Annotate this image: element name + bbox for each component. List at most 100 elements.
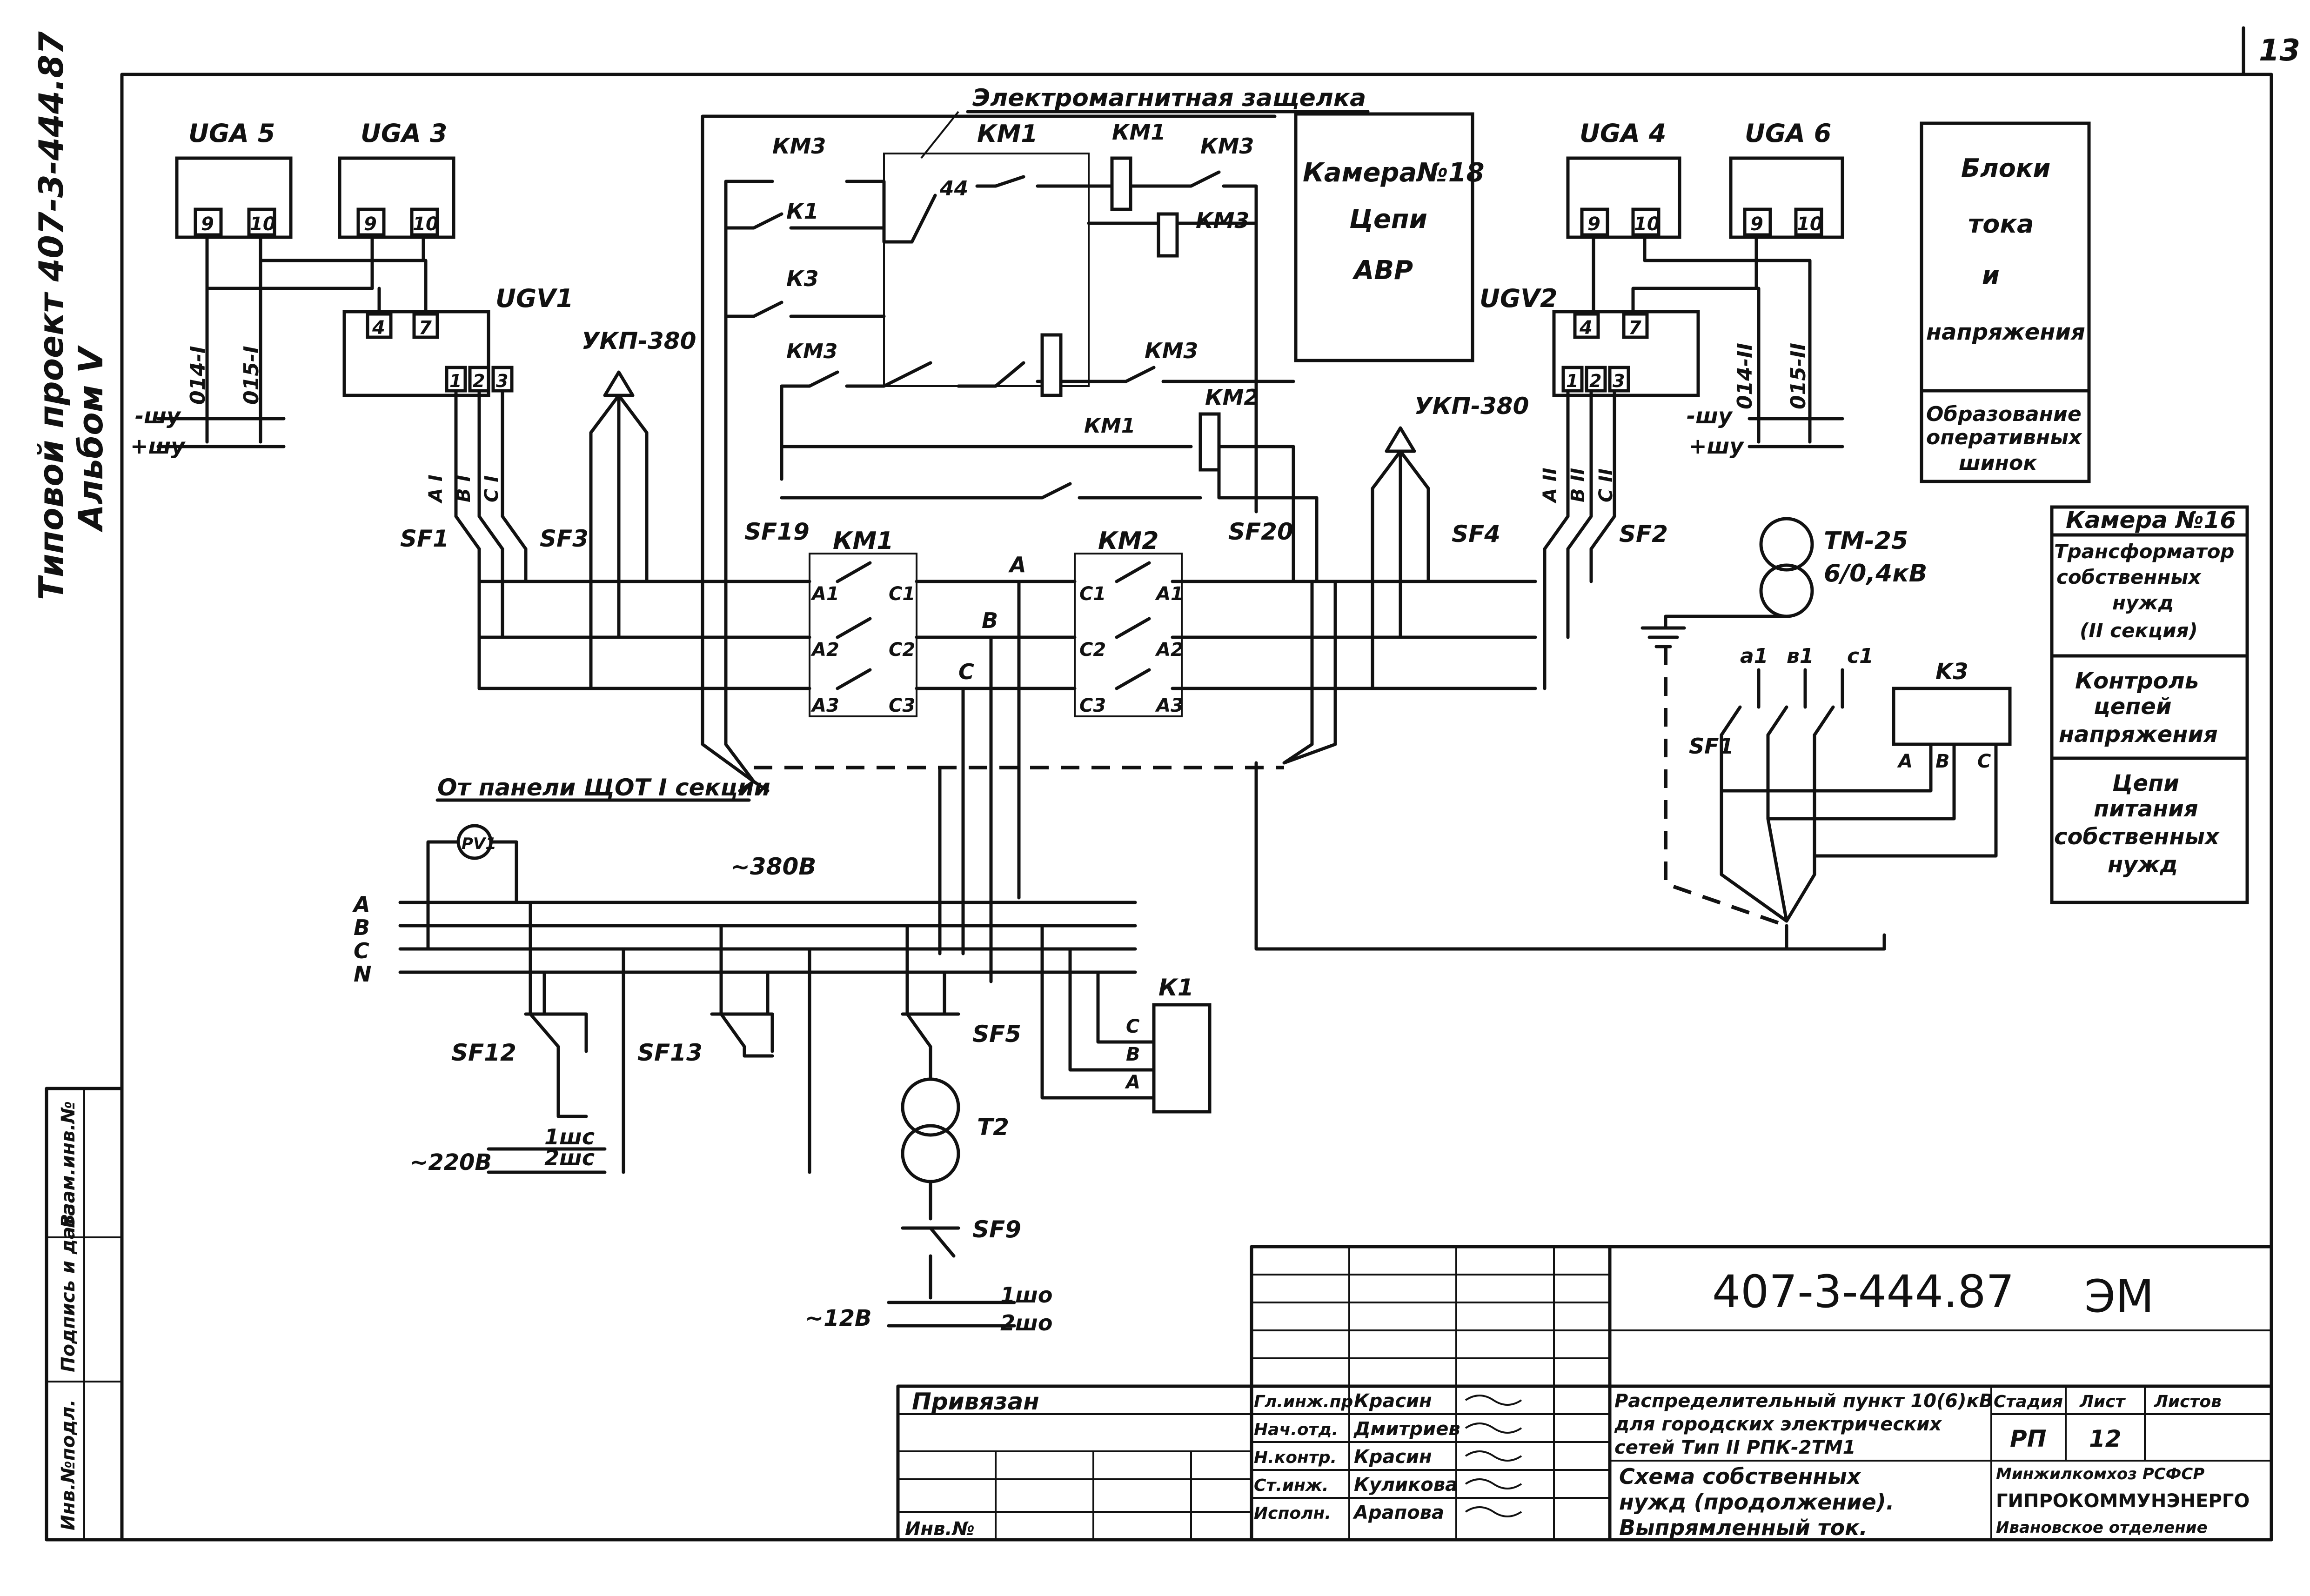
- latch-contacts: 44: [939, 177, 968, 200]
- km2-contactor-box: [1074, 553, 1183, 717]
- camera18-line3: АВР: [1352, 255, 1413, 286]
- sf20-label: SF20: [1228, 518, 1293, 545]
- camera16-title: Камера №16: [2066, 507, 2236, 534]
- svg-text:2: 2: [1589, 371, 1601, 391]
- name-3: Куликова: [1354, 1474, 1458, 1496]
- km2-coil-label: КМ2: [1205, 385, 1259, 410]
- name-2: Красин: [1354, 1446, 1432, 1468]
- desc-1: для городских электрических: [1614, 1414, 1942, 1435]
- camera16-box: Камера №16 Трансформатор собственных нуж…: [2050, 505, 2249, 904]
- svg-text:9: 9: [1587, 214, 1600, 235]
- km2-a1: A1: [1155, 583, 1184, 605]
- svg-text:10: 10: [250, 214, 276, 235]
- wire-015-2: 015-II: [1787, 343, 1810, 409]
- km2-a2: A2: [1155, 639, 1184, 661]
- role-4: Исполн.: [1254, 1504, 1331, 1523]
- cam16-item3-l3: собственных: [2054, 824, 2220, 850]
- km1-contactor-box: [809, 553, 917, 717]
- k1-b: B: [1126, 1044, 1140, 1065]
- sf5-label: SF5: [972, 1021, 1021, 1048]
- from-panel-caption: От панели ЩОТ I секции: [437, 774, 770, 801]
- org-1: ГИПРОКОММУНЭНЕРГО: [1996, 1490, 2250, 1512]
- sf3-label: SF3: [540, 525, 589, 552]
- uga4-label: UGA 4: [1580, 119, 1666, 148]
- phase-c2: C II: [1595, 468, 1617, 502]
- camera18-box: Камера№18 Цепи АВР: [1294, 112, 1485, 362]
- svg-text:2: 2: [473, 371, 485, 391]
- cam16-item3-l1: Цепи: [2112, 770, 2179, 796]
- sheet-title-0: Схема собственных: [1619, 1464, 1861, 1489]
- phase-c1: C I: [481, 475, 502, 502]
- wire-014-1: 014-I: [186, 346, 210, 405]
- doc-code: 407-3-444.87: [1712, 1266, 2015, 1318]
- plus-shu-right: +шу: [1689, 434, 1744, 459]
- uga6-label: UGA 6: [1745, 119, 1831, 148]
- margin-stamp-signature: Подпись и дата: [58, 1203, 79, 1372]
- k1-box: [1152, 1003, 1212, 1114]
- km2-c1: C1: [1079, 583, 1106, 605]
- project-number: Типовой проект 407-3-444.87: [32, 31, 71, 600]
- phase-a2: A II: [1540, 467, 1561, 504]
- km1-main-label: КМ1: [833, 527, 893, 555]
- ukp-left-label: УКП-380: [582, 327, 696, 354]
- bound-label: Привязан: [912, 1388, 1039, 1415]
- org-0: Минжилкомхоз РСФСР: [1996, 1465, 2204, 1483]
- wire-015-1: 015-I: [240, 346, 263, 405]
- t2-label: T2: [977, 1114, 1009, 1141]
- cam16-item1-l1: Трансформатор: [2054, 540, 2235, 563]
- phase-a1: A I: [425, 474, 447, 504]
- blocks-line3: и: [1982, 260, 2000, 290]
- sheet-header: Лист: [2079, 1392, 2126, 1411]
- svg-text:4: 4: [372, 317, 385, 339]
- phase-b-mid: B: [982, 608, 998, 633]
- km1-aux-label: КМ1: [1084, 414, 1135, 438]
- signatures: [1465, 1395, 1522, 1517]
- tm-sf1-label: SF1: [1689, 734, 1734, 759]
- middle-switchgear: A I B I C I SF1 SF3 SF19 КМ1 A1 A2 A3 C1…: [400, 389, 1886, 983]
- bus-n-label: N: [354, 962, 372, 987]
- km1-coil-label: КМ1: [1112, 120, 1165, 145]
- blocks-line1: Блоки: [1961, 154, 2050, 183]
- phase-a-mid: A: [1008, 552, 1026, 577]
- cam16-item2-l2: цепей: [2094, 694, 2171, 720]
- cam16-item2-l3: напряжения: [2059, 721, 2218, 748]
- svg-text:4: 4: [1579, 317, 1593, 339]
- pv1-label: PV1: [462, 835, 496, 853]
- svg-text:10: 10: [1797, 214, 1823, 235]
- bus-c-label: C: [354, 938, 369, 963]
- minus-shu-left: -шу: [135, 403, 181, 428]
- ukp-right: УКП-380: [1371, 393, 1529, 560]
- km1-a1: A1: [810, 583, 839, 605]
- km1-a2: A2: [810, 639, 839, 661]
- cam16-item1-l3: нужд: [2112, 591, 2174, 614]
- sf2-label: SF2: [1619, 521, 1668, 548]
- phase-b2: B II: [1567, 468, 1589, 502]
- k1-a: A: [1125, 1072, 1140, 1093]
- k1-c: C: [1126, 1016, 1139, 1037]
- km2-c3: C3: [1079, 695, 1106, 716]
- k3-box: [1892, 687, 2012, 746]
- sf4-label: SF4: [1452, 521, 1500, 548]
- phase-c-mid: C: [958, 659, 974, 684]
- org-2: Ивановское отделение: [1996, 1518, 2208, 1537]
- k3-b: B: [1935, 751, 1950, 772]
- cam16-item3-l4: нужд: [2108, 852, 2178, 878]
- sf9-label: SF9: [972, 1216, 1021, 1243]
- tm-label: ТМ-25: [1824, 527, 1908, 555]
- km1-c3: C3: [889, 695, 915, 716]
- stage-value: РП: [2010, 1425, 2047, 1452]
- km2-c2: C2: [1079, 639, 1106, 661]
- v220-label: ~220В: [409, 1149, 492, 1175]
- svg-text:9: 9: [364, 214, 377, 235]
- svg-text:10: 10: [413, 214, 439, 235]
- km3-coil-label: КМ3: [1196, 208, 1249, 233]
- sheet-number: 12: [2089, 1425, 2122, 1452]
- sheets-header: Листов: [2154, 1392, 2222, 1411]
- doc-mark: ЭМ: [2084, 1270, 2154, 1322]
- name-0: Красин: [1354, 1390, 1432, 1412]
- blocks-line4: напряжения: [1926, 319, 2085, 345]
- v12-label: ~12В: [805, 1305, 872, 1331]
- role-1: Нач.отд.: [1254, 1420, 1338, 1439]
- sf19-label: SF19: [744, 518, 810, 545]
- svg-text:3: 3: [1613, 371, 1625, 391]
